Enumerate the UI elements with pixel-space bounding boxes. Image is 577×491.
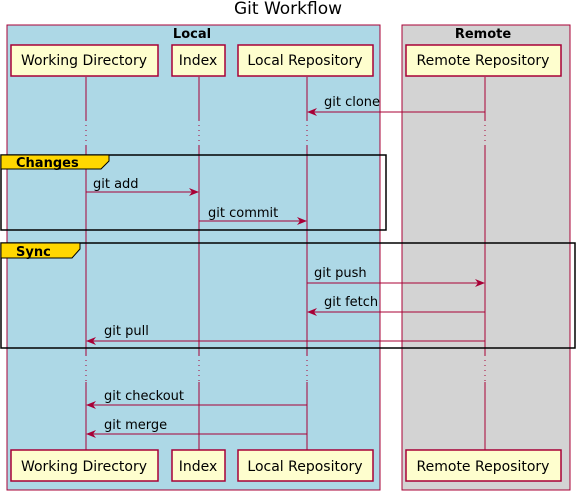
participant-label: Index	[179, 459, 218, 475]
participant-working-directory-top: Working Directory	[10, 44, 159, 77]
participant-remote-repository-top: Remote Repository	[405, 44, 562, 77]
message-label-git-fetch: git fetch	[324, 295, 378, 310]
message-label-git-clone: git clone	[324, 95, 380, 110]
participant-label: Local Repository	[247, 459, 362, 475]
participant-local-repository-bottom: Local Repository	[237, 449, 374, 482]
participant-remote-repository-bottom: Remote Repository	[405, 449, 562, 482]
remote-box-label: Remote	[455, 27, 512, 42]
group-changes-tab	[0, 154, 110, 170]
message-label-git-checkout: git checkout	[104, 389, 184, 404]
message-label-git-merge: git merge	[104, 418, 167, 433]
participant-working-directory-bottom: Working Directory	[10, 449, 159, 482]
message-label-git-pull: git pull	[104, 324, 149, 339]
participant-local-repository-top: Local Repository	[237, 44, 374, 77]
participant-label: Index	[179, 53, 218, 69]
lifeline-gaps	[85, 120, 486, 382]
group-changes-frame	[0, 154, 387, 231]
message-label-git-add: git add	[93, 177, 139, 192]
group-sync-frame	[0, 242, 576, 349]
message-label-git-commit: git commit	[208, 206, 278, 221]
remote-box	[401, 24, 571, 491]
participant-label: Local Repository	[247, 53, 362, 69]
group-changes-label: Changes	[16, 156, 79, 171]
participant-label: Remote Repository	[417, 53, 550, 69]
local-box-label: Local	[173, 27, 211, 42]
participant-label: Working Directory	[21, 459, 147, 475]
participant-label: Working Directory	[21, 53, 147, 69]
group-sync-label: Sync	[16, 245, 51, 260]
participant-label: Remote Repository	[417, 459, 550, 475]
group-sync: Sync	[0, 242, 576, 349]
diagram-title: Git Workflow	[234, 0, 342, 19]
group-sync-tab	[0, 242, 81, 259]
message-label-git-push: git push	[314, 266, 367, 281]
participant-index-bottom: Index	[171, 449, 226, 482]
participant-index-top: Index	[171, 44, 226, 77]
group-changes: Changes	[0, 154, 387, 231]
